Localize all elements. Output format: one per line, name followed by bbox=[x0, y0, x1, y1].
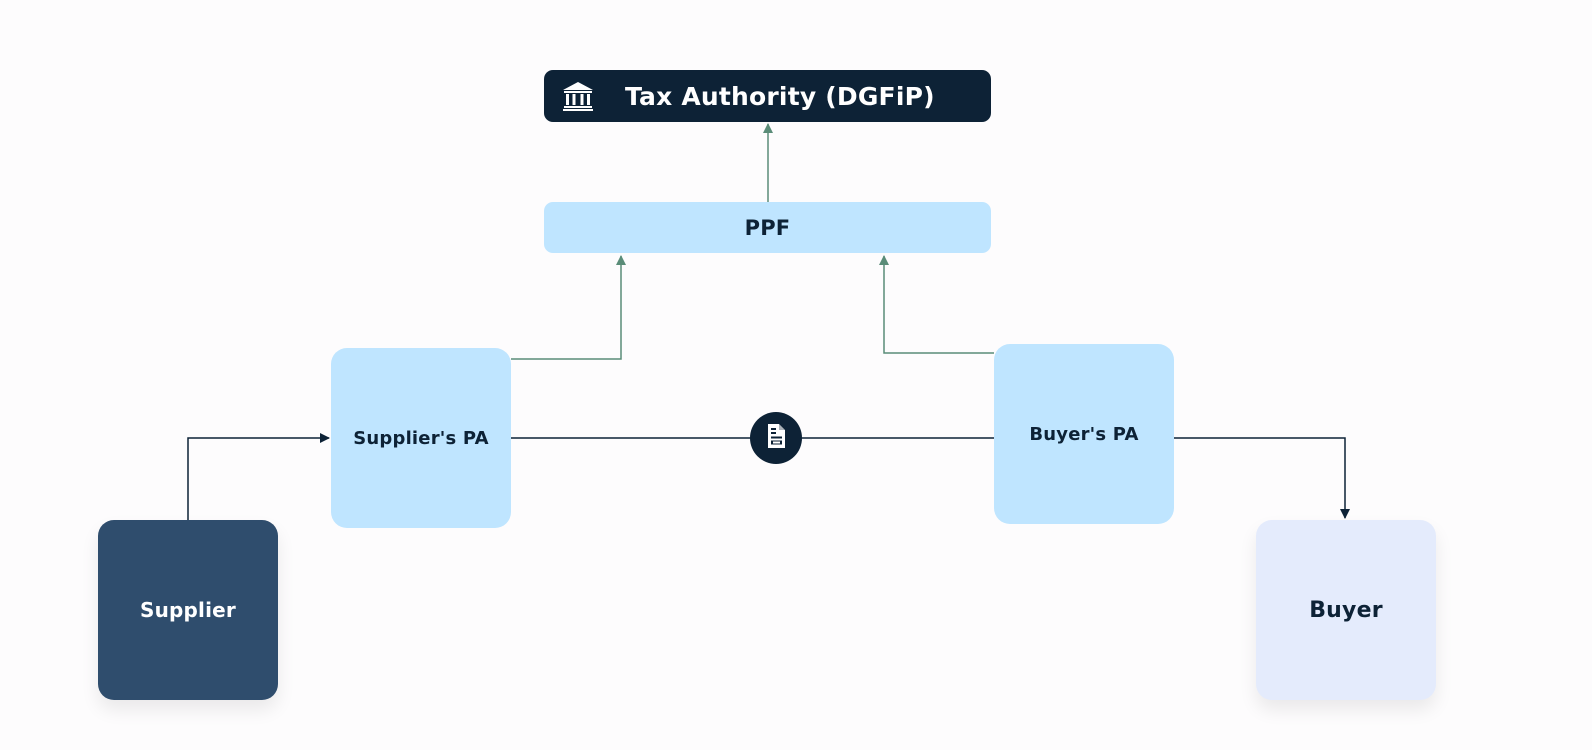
supplier-label: Supplier bbox=[139, 598, 236, 622]
buyer-node: Buyer bbox=[1256, 520, 1436, 700]
supplier-node: Supplier bbox=[98, 520, 278, 700]
arrow-supplier-pa-to-ppf bbox=[511, 255, 626, 360]
document-icon bbox=[766, 423, 786, 453]
buyer-pa-label: Buyer's PA bbox=[1029, 423, 1139, 445]
document-badge bbox=[750, 412, 802, 464]
arrow-supplier-to-supplier-pa bbox=[187, 433, 330, 520]
supplier-pa-node: Supplier's PA bbox=[331, 348, 511, 528]
ppf-label: PPF bbox=[744, 215, 791, 240]
tax-authority-label: Tax Authority (DGFiP) bbox=[625, 81, 935, 111]
arrow-buyer-pa-to-ppf bbox=[879, 255, 994, 354]
ppf-node: PPF bbox=[544, 202, 991, 253]
tax-authority-node: Tax Authority (DGFiP) bbox=[544, 70, 991, 122]
buyer-pa-node: Buyer's PA bbox=[994, 344, 1174, 524]
bank-icon bbox=[561, 79, 595, 113]
buyer-label: Buyer bbox=[1309, 597, 1383, 623]
supplier-pa-label: Supplier's PA bbox=[353, 427, 489, 449]
arrow-buyer-pa-to-buyer bbox=[1174, 437, 1350, 519]
